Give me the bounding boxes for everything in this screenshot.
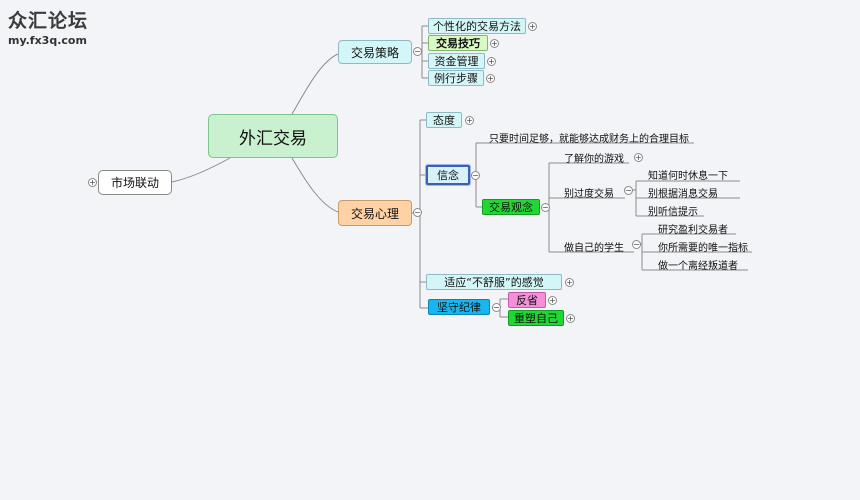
subtopic-personal-method[interactable]: 个性化的交易方法 [428,18,526,34]
subtopic-belief-selected[interactable]: 信念 [426,165,470,185]
student-item-maverick[interactable]: 做一个离经叛道者 [658,261,738,272]
overtrade-item-no-news[interactable]: 别根据消息交易 [648,189,718,200]
logo-text: 众汇论坛 [8,10,89,32]
concept-be-student[interactable]: 做自己的学生 [564,243,624,254]
subtopic-adapt-discomfort[interactable]: 适应“不舒服”的感觉 [426,274,562,290]
subtopic-reflect[interactable]: 反省 [508,292,546,308]
subtopic-reshape-self[interactable]: 重塑自己 [508,310,564,326]
collapse-toggle-discipline[interactable]: − [492,303,501,312]
expand-toggle-market[interactable]: + [88,178,97,187]
expand-toggle-attitude[interactable]: + [465,116,474,125]
link-central-market [171,157,231,183]
expand-toggle-routine-steps[interactable]: + [486,74,495,83]
expand-toggle-understand-game[interactable]: + [634,153,643,162]
overtrade-item-rest[interactable]: 知道何时休息一下 [648,171,728,182]
expand-toggle-personal-method[interactable]: + [528,22,537,31]
overtrade-item-no-tips[interactable]: 别听信提示 [648,207,698,218]
link-central-strategy [291,53,339,115]
central-topic[interactable]: 外汇交易 [208,114,338,158]
collapse-toggle-trading-concept[interactable]: − [541,203,550,212]
expand-toggle-adapt[interactable]: + [565,278,574,287]
logo-url: my.fx3q.com [8,34,87,47]
subtopic-keep-discipline[interactable]: 坚守纪律 [428,299,490,315]
subtopic-trading-skills[interactable]: 交易技巧 [428,35,488,51]
subtopic-trading-concept[interactable]: 交易观念 [482,199,540,215]
expand-toggle-reshape-self[interactable]: + [566,314,575,323]
subtopic-routine-steps[interactable]: 例行步骤 [428,70,484,86]
topic-trading-psychology[interactable]: 交易心理 [338,200,412,226]
collapse-toggle-psychology[interactable]: − [413,208,422,217]
topic-market-linkage[interactable]: 市场联动 [98,170,172,195]
topic-trading-strategy[interactable]: 交易策略 [338,40,412,64]
concept-understand-game[interactable]: 了解你的游戏 [564,154,624,165]
collapse-toggle-no-overtrade[interactable]: − [624,186,633,195]
belief-statement[interactable]: 只要时间足够，就能够达成财务上的合理目标 [489,134,689,145]
link-central-psychology [291,157,339,213]
collapse-toggle-belief[interactable]: − [471,171,480,180]
student-item-only-indicator[interactable]: 你所需要的唯一指标 [658,243,748,254]
expand-toggle-money-management[interactable]: + [487,57,496,66]
subtopic-attitude[interactable]: 态度 [426,112,462,128]
expand-toggle-reflect[interactable]: + [548,296,557,305]
collapse-toggle-be-student[interactable]: − [632,240,641,249]
subtopic-money-management[interactable]: 资金管理 [428,53,485,69]
student-item-study-winners[interactable]: 研究盈利交易者 [658,225,728,236]
collapse-toggle-strategy[interactable]: − [413,47,422,56]
expand-toggle-trading-skills[interactable]: + [490,39,499,48]
forum-logo: 众汇论坛 my.fx3q.com [8,6,88,47]
overtrade-bracket [632,180,644,217]
concept-no-overtrade[interactable]: 别过度交易 [564,189,614,200]
